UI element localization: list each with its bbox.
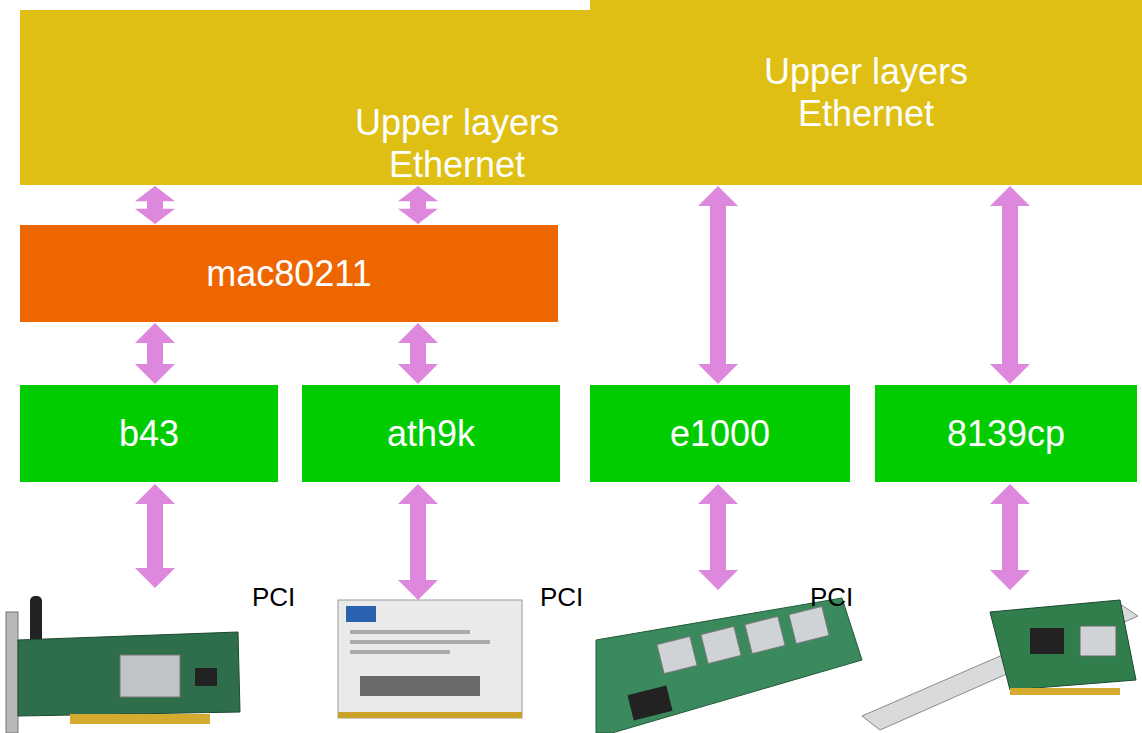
print-line [350,630,470,634]
card-body [338,600,522,718]
print-line [350,640,490,644]
driver-box: e1000 [590,385,850,482]
port [745,616,785,653]
mini-pci-card [338,600,522,718]
bus-arrow [990,484,1030,590]
connector-arrow [398,186,438,224]
driver-box: ath9k [302,385,560,482]
port [701,626,741,663]
card-bracket [6,612,18,733]
chip [195,668,217,686]
node-label: ath9k [387,413,475,454]
layer-band: Upper layers Ethernet [20,10,620,185]
layer-band: Upper layers Ethernet [590,0,1142,185]
driver-box: 8139cp [875,385,1137,482]
shield-chip [120,655,180,697]
driver-box: b43 [20,385,278,482]
node-label: Upper layers Ethernet [332,102,582,185]
edge-connector [70,714,210,724]
barcode [360,676,480,696]
ethernet-card [862,600,1138,730]
connector-arrow [135,186,175,224]
circuit-board [596,598,862,733]
node-label: b43 [119,413,179,454]
edge-connector [338,712,522,718]
bus-label: PCI [252,582,295,613]
bus-arrow [698,484,738,590]
chip [1030,628,1064,654]
connector-arrow [698,186,738,384]
node-label: 8139cp [947,413,1065,454]
connector-arrow [135,323,175,384]
node-label: e1000 [670,413,770,454]
chip [627,686,672,721]
bus-label: PCI [810,582,853,613]
bus-arrow [398,484,438,600]
quad-port-card [596,598,862,733]
edge-connector [1010,688,1120,695]
rj45-port [1080,626,1116,656]
node-label: mac80211 [206,253,371,294]
node-label: Upper layers Ethernet [736,51,996,134]
connector-arrow [990,186,1030,384]
connector-arrow [398,323,438,384]
stack-box: mac80211 [20,225,558,322]
print-line [350,650,450,654]
bus-arrow [135,484,175,588]
port [657,636,697,673]
bus-label: PCI [540,582,583,613]
circuit-board [18,632,240,716]
brand-mark [346,606,376,622]
circuit-board [990,600,1136,690]
wireless-pci-card [6,596,240,733]
